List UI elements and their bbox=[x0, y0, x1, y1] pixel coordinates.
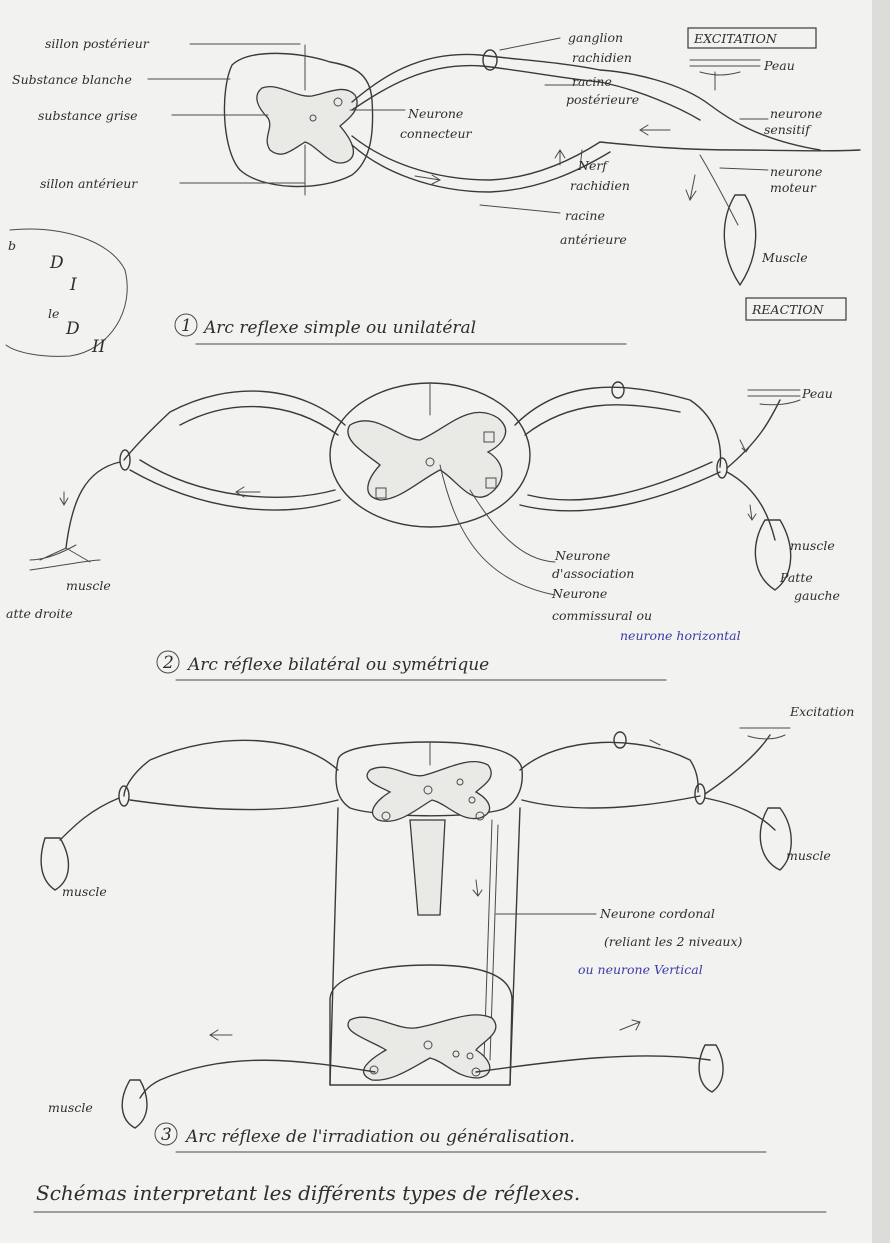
label-excitation-3: Excitation bbox=[789, 704, 854, 719]
label-neurone-vertical: ou neurone Vertical bbox=[578, 962, 703, 977]
label-sillon-anterieur: sillon antérieur bbox=[40, 176, 138, 191]
label-reaction-box: REACTION bbox=[751, 302, 825, 317]
label-patte-gauche-2: gauche bbox=[794, 588, 840, 603]
label-neurone-association-1: Neurone bbox=[554, 548, 610, 563]
label-neurone-cordonal-1: Neurone cordonal bbox=[599, 906, 715, 921]
label-neurone-commissural-1: Neurone bbox=[551, 586, 607, 601]
caption-1-number: 1 bbox=[181, 316, 192, 336]
label-muscle-2-right: muscle bbox=[790, 538, 835, 553]
caption-3-number: 3 bbox=[161, 1125, 172, 1145]
label-racine-anterieure-1: racine bbox=[565, 208, 605, 223]
margin-note-2: D bbox=[49, 253, 64, 273]
label-racine-anterieure-2: antérieure bbox=[560, 232, 627, 247]
label-neurone-connecteur-1: Neurone bbox=[407, 106, 463, 121]
margin-note-4: le bbox=[48, 306, 59, 321]
caption-2: Arc réflexe bilatéral ou symétrique bbox=[186, 655, 489, 675]
margin-note-1: b bbox=[8, 238, 16, 253]
label-muscle-3-left: muscle bbox=[62, 884, 107, 899]
margin-note-5: D bbox=[65, 319, 80, 339]
label-patte-gauche-1: Patte bbox=[779, 570, 813, 585]
label-racine-posterieure-1: racine bbox=[572, 74, 612, 89]
caption-2-number: 2 bbox=[162, 653, 174, 673]
margin-note-6: II bbox=[91, 337, 106, 357]
label-excitation-box: EXCITATION bbox=[693, 31, 778, 46]
label-muscle-3-bottom: muscle bbox=[48, 1100, 93, 1115]
label-peau-2: Peau bbox=[801, 386, 833, 401]
page-title: Schémas interpretant les différents type… bbox=[36, 1181, 580, 1205]
label-nerf-1: Nerf bbox=[577, 158, 609, 173]
label-muscle-1: Muscle bbox=[761, 250, 808, 265]
label-neurone-cordonal-2: (reliant les 2 niveaux) bbox=[604, 934, 743, 949]
label-muscle-2-left: muscle bbox=[66, 578, 111, 593]
label-muscle-3-right: muscle bbox=[786, 848, 831, 863]
label-ganglion-2: rachidien bbox=[572, 50, 632, 65]
label-neurone-sensitif-1: neurone bbox=[770, 106, 822, 121]
label-neurone-moteur-1: neurone bbox=[770, 164, 822, 179]
label-ganglion-1: ganglion bbox=[568, 30, 623, 45]
label-substance-grise: substance grise bbox=[38, 108, 138, 123]
label-neurone-commissural-2: commissural ou bbox=[552, 608, 652, 623]
label-neurone-moteur-2: moteur bbox=[770, 180, 817, 195]
label-neurone-connecteur-2: connecteur bbox=[400, 126, 472, 141]
caption-1: Arc reflexe simple ou unilatéral bbox=[202, 318, 476, 338]
label-neurone-sensitif-2: sensitif bbox=[764, 122, 812, 137]
label-nerf-2: rachidien bbox=[570, 178, 630, 193]
label-neurone-horizontal: neurone horizontal bbox=[620, 628, 741, 643]
label-peau-1: Peau bbox=[763, 58, 795, 73]
label-sillon-posterieur: sillon postérieur bbox=[45, 36, 150, 51]
margin-note-3: I bbox=[69, 275, 77, 295]
label-racine-posterieure-2: postérieure bbox=[566, 92, 639, 107]
label-patte-droite: atte droite bbox=[6, 606, 73, 621]
caption-3: Arc réflexe de l'irradiation ou générali… bbox=[184, 1127, 575, 1147]
label-substance-blanche: Substance blanche bbox=[12, 72, 132, 87]
label-neurone-association-2: d'association bbox=[552, 566, 634, 581]
